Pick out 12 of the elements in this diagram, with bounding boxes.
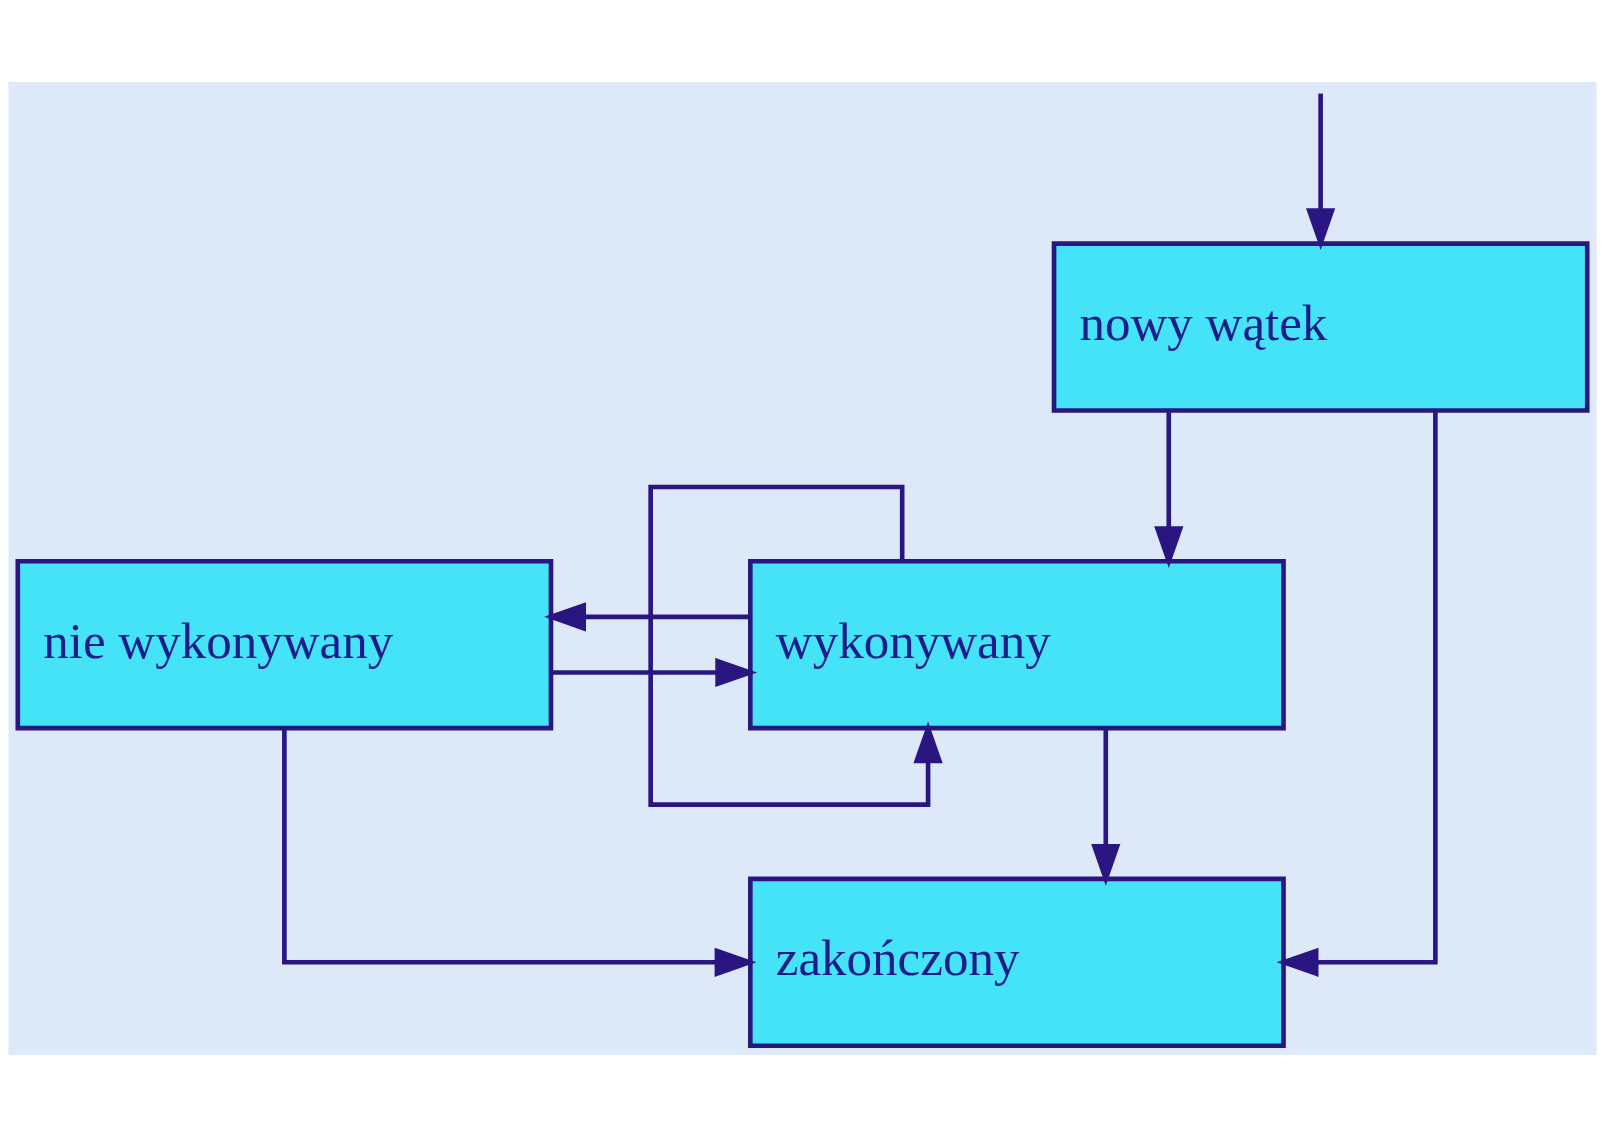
arrow bbox=[1276, 410, 1438, 977]
node-box: nowy wątek bbox=[1051, 240, 1590, 413]
node-box: nie wykonywany bbox=[15, 558, 554, 730]
arrow bbox=[1154, 410, 1184, 568]
node-box: wykonywany bbox=[748, 558, 1286, 730]
arrow bbox=[544, 601, 750, 631]
arrow bbox=[648, 484, 943, 807]
arrow bbox=[1091, 728, 1121, 886]
arrow bbox=[282, 728, 757, 977]
node-box: zakończony bbox=[748, 876, 1286, 1048]
arrow bbox=[551, 657, 758, 687]
arrow bbox=[1306, 93, 1336, 250]
